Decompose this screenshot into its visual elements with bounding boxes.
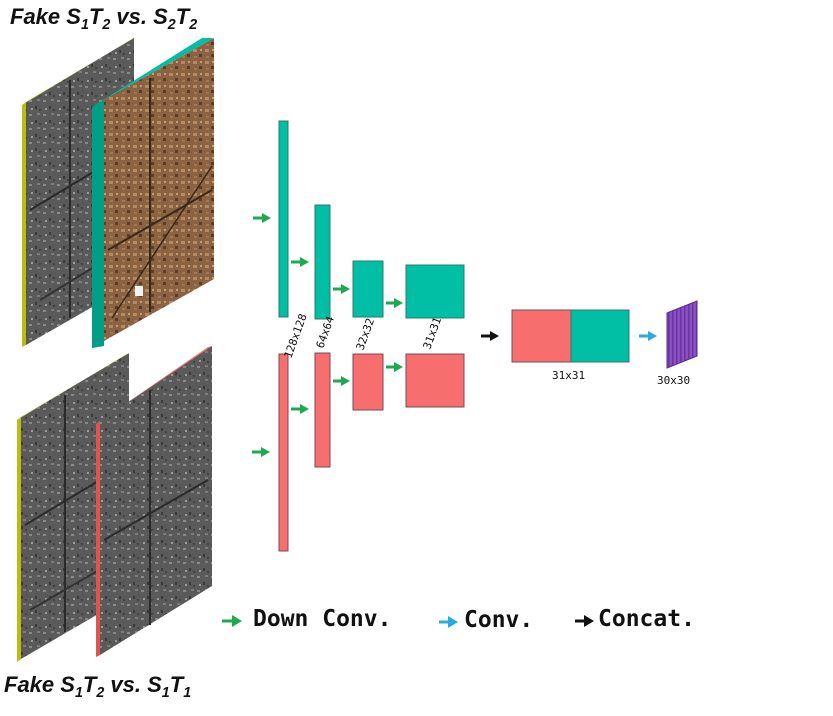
- concat-block: [511, 309, 630, 363]
- top-pair-title: Fake S1T2 vs. S2T2: [10, 4, 198, 33]
- concat-block-salmon: [511, 309, 572, 363]
- bottom-pair-title: Fake S1T2 vs. S1T1: [4, 672, 192, 701]
- teal-block-128: [278, 120, 289, 318]
- concat-block-teal: [570, 309, 630, 363]
- output-size-label: 30x30: [657, 374, 690, 387]
- down-arrow-teal-3: [333, 284, 350, 294]
- conv-arrow: [639, 331, 657, 341]
- salmon-block-64: [314, 352, 331, 468]
- size-label-31: 31x31: [421, 315, 445, 351]
- salmon-branch: [278, 352, 465, 552]
- teal-branch: [278, 120, 465, 320]
- teal-block-32: [352, 260, 384, 318]
- concat-arrow: [481, 331, 499, 341]
- size-label-128: 128x128: [282, 312, 310, 360]
- bottom-image-pair: [17, 346, 212, 662]
- legend-down-conv-icon: [222, 615, 242, 627]
- down-arrow-salmon-2: [291, 404, 309, 414]
- teal-block-64: [314, 204, 331, 320]
- legend-conv-label: Conv.: [464, 607, 534, 633]
- salmon-block-128: [278, 353, 289, 552]
- down-arrow-teal-1: [253, 213, 271, 223]
- legend-conv-icon: [439, 616, 458, 628]
- down-arrow-salmon-1: [252, 447, 270, 457]
- down-arrow-salmon-3: [333, 376, 350, 386]
- teal-block-31: [405, 264, 465, 319]
- concat-size-label: 31x31: [552, 369, 585, 382]
- salmon-block-31: [405, 353, 465, 408]
- output-patch: [666, 300, 698, 369]
- down-arrow-teal-4: [386, 298, 403, 308]
- size-label-32: 32x32: [354, 316, 378, 352]
- top-optical-image: [92, 38, 214, 348]
- legend-down-conv-label: Down Conv.: [253, 606, 392, 632]
- legend-concat-label: Concat.: [598, 606, 695, 632]
- down-arrow-salmon-4: [386, 362, 403, 372]
- salmon-block-32: [352, 353, 384, 411]
- top-image-pair: [22, 38, 214, 348]
- down-arrow-teal-2: [291, 257, 309, 267]
- legend-concat-icon: [575, 615, 594, 627]
- bottom-sar-image-2: [96, 346, 212, 657]
- down-conv-arrows: [252, 213, 403, 457]
